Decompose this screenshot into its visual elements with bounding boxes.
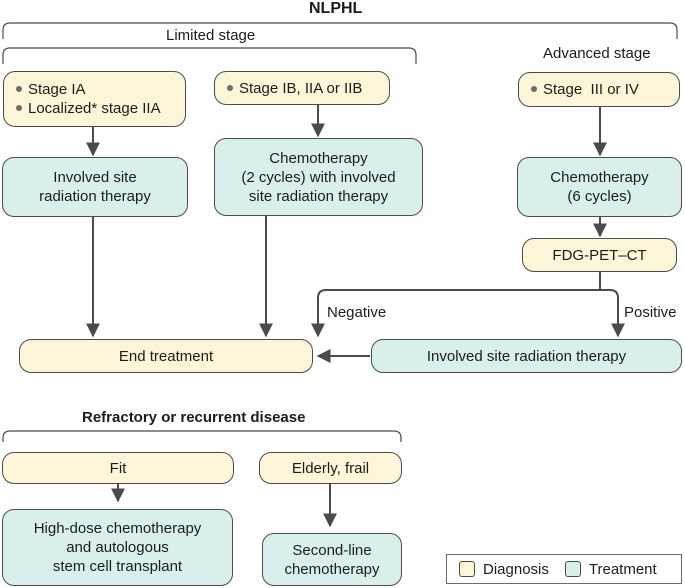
node-text: Chemotherapy: [550, 169, 649, 186]
node-isrt-right: Involved site radiation therapy: [371, 339, 682, 373]
bracket-limited: [2, 47, 417, 64]
node-text: (2 cycles) with involved: [241, 168, 396, 186]
legend-swatch-diagnosis: [459, 561, 475, 577]
edge-label-positive: Positive: [624, 304, 677, 321]
legend-item-treatment: Treatment: [564, 560, 657, 578]
node-stage-ia: Stage IA Localized* stage IIA: [3, 71, 186, 127]
bracket-refractory: [2, 430, 402, 442]
legend-swatch-treatment: [564, 561, 581, 577]
node-stage-ib: Stage IB, IIA or IIB: [214, 71, 390, 105]
node-text: Stage IB, IIA or IIB: [239, 79, 363, 97]
bullet-icon: [227, 84, 233, 91]
node-text: Chemotherapy: [269, 149, 368, 167]
node-text: Elderly, frail: [291, 459, 370, 477]
legend: Diagnosis Treatment: [446, 554, 682, 584]
node-second-line: Second-line chemotherapy: [262, 533, 402, 586]
group-label-refractory: Refractory or recurrent disease: [82, 409, 306, 426]
node-text: Localized* stage IIA: [28, 100, 161, 117]
node-hdct: High-dose chemotherapy and autologous st…: [2, 509, 233, 586]
legend-label-treatment: Treatment: [588, 560, 657, 578]
legend-label-diagnosis: Diagnosis: [483, 560, 549, 578]
bullet-icon: [16, 105, 22, 111]
edge-label-negative: Negative: [327, 304, 387, 321]
bullet-icon: [531, 86, 537, 92]
node-text: Second-line: [292, 541, 372, 559]
node-fit: Fit: [2, 452, 234, 484]
bracket-nlphl: [2, 22, 678, 39]
edge-fdg-positive: [600, 289, 625, 338]
node-text: FDG-PET–CT: [552, 246, 647, 264]
node-text: Involved site radiation therapy: [426, 347, 627, 365]
node-text: radiation therapy: [39, 188, 151, 205]
node-text: (6 cycles): [567, 188, 632, 205]
node-text: End treatment: [118, 347, 214, 365]
diagram-title: NLPHL: [309, 0, 363, 17]
node-elderly-frail: Elderly, frail: [259, 452, 402, 484]
node-isrt-left: Involved site radiation therapy: [2, 157, 188, 217]
node-text: Involved site: [53, 169, 137, 186]
node-stage-iii: Stage III or IV: [518, 72, 680, 107]
node-text: and autologous: [66, 539, 169, 556]
bullet-icon: [16, 86, 22, 92]
node-text: Stage IA: [28, 81, 86, 98]
group-label-advanced: Advanced stage: [543, 45, 651, 62]
node-chemo-2: Chemotherapy (2 cycles) with involved si…: [214, 138, 423, 216]
node-text: High-dose chemotherapy: [33, 520, 202, 537]
node-text: stem cell transplant: [52, 558, 183, 575]
legend-item-diagnosis: Diagnosis: [459, 561, 549, 578]
group-label-limited: Limited stage: [166, 27, 256, 44]
node-text: Stage III or IV: [543, 81, 639, 98]
edge-fdg-negative: [311, 272, 601, 338]
node-text: Fit: [109, 459, 127, 477]
node-chemo-6: Chemotherapy (6 cycles): [517, 157, 682, 217]
node-end-treatment: End treatment: [19, 339, 313, 373]
node-text: chemotherapy: [284, 560, 380, 578]
node-text: site radiation therapy: [248, 187, 389, 205]
node-fdg-pet-ct: FDG-PET–CT: [522, 238, 677, 272]
